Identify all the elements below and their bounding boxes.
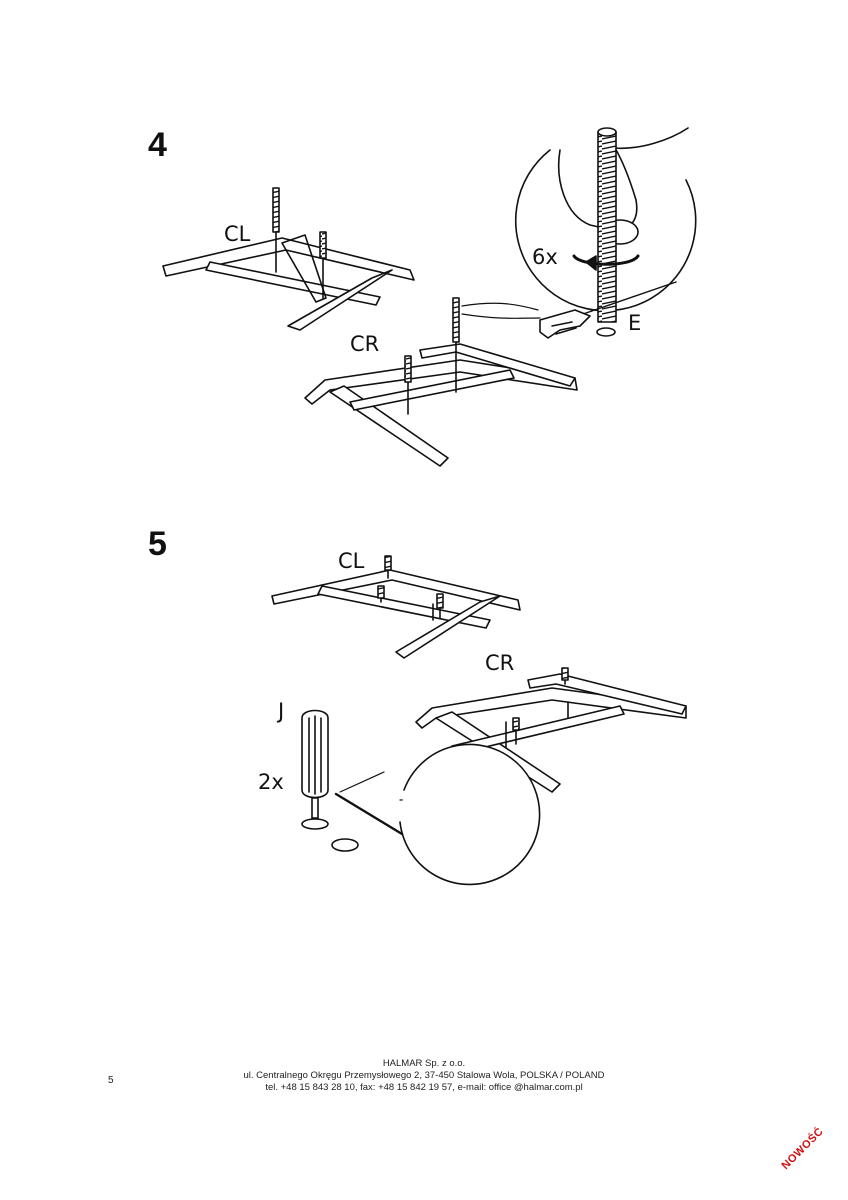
footer-contact: tel. +48 15 843 28 10, fax: +48 15 842 1… [265,1082,583,1093]
step5-label-count: 2x [258,770,284,794]
step5-detail-circle [301,709,541,886]
step4-frame-cr [304,297,578,467]
step5-label-tool: J [276,699,284,723]
step4-frame-cl [162,187,415,331]
step4-detail-circle [514,127,697,339]
footer: HALMAR Sp. z o.o. ul. Centralnego Okręgu… [0,1058,848,1094]
step5-label-cr: CR [485,651,514,675]
step-5-number: 5 [148,525,167,563]
step5-label-cl: CL [338,549,365,573]
footer-address: ul. Centralnego Okręgu Przemysłowego 2, … [243,1070,605,1081]
step4-label-part: E [628,311,641,335]
step5-frame-cl [271,555,521,659]
step4-label-cl: CL [224,222,251,246]
step-4-number: 4 [148,126,167,164]
step4-label-cr: CR [350,332,379,356]
page-number: 5 [108,1075,114,1086]
step4-label-count: 6x [532,245,558,269]
footer-company: HALMAR Sp. z o.o. [382,1058,466,1069]
